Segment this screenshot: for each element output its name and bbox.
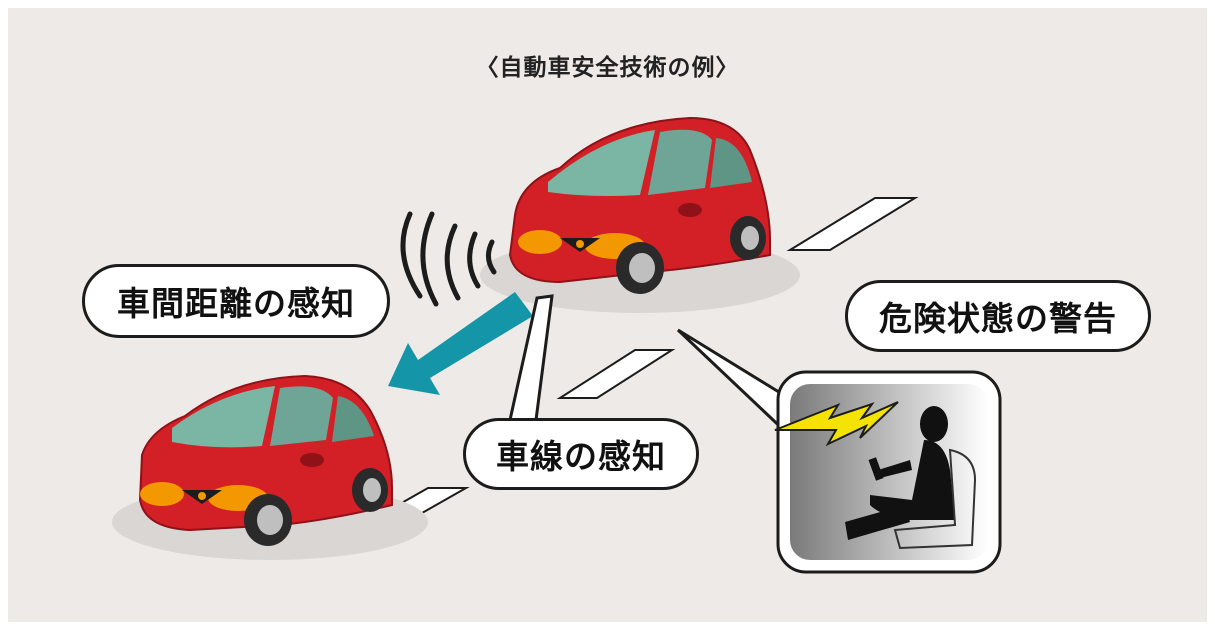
lane-marking: [556, 349, 676, 399]
lane-marking: [786, 197, 919, 251]
front-car: [508, 116, 771, 294]
lane-detection-label: 車線の感知: [463, 418, 699, 490]
arrow-icon: [388, 292, 533, 395]
danger-warning-label: 危険状態の警告: [845, 280, 1151, 352]
distance-detection-label: 車間距離の感知: [82, 264, 390, 338]
lightning-bolt-icon: [774, 401, 899, 447]
rear-car: [138, 374, 393, 546]
warning-panel: [776, 370, 1002, 574]
seat-icon: [893, 448, 977, 550]
sensor-wave-icon: [400, 211, 497, 307]
driver-silhouette-icon: [845, 406, 955, 540]
diagram-title: 〈自動車安全技術の例〉: [475, 55, 740, 81]
